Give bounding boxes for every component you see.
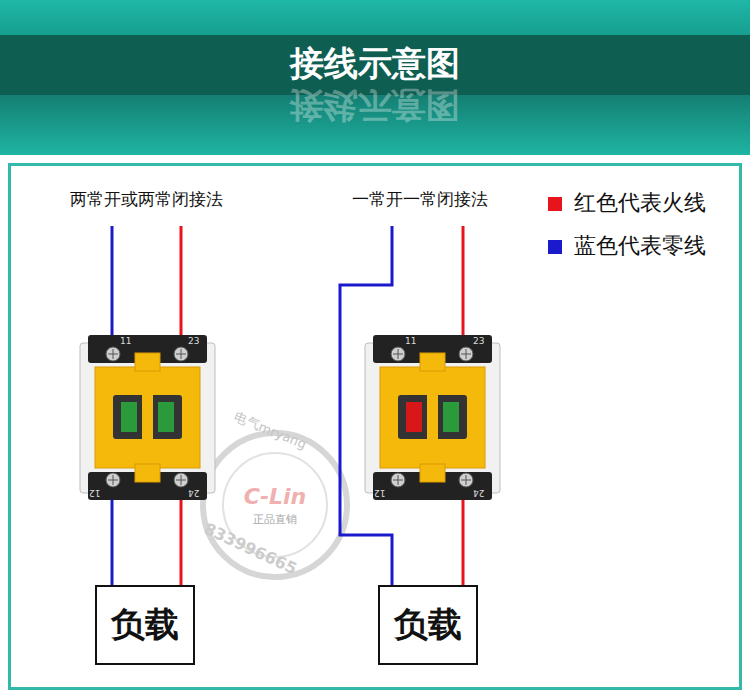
terminal-number: 24 <box>188 488 199 498</box>
green-contact <box>443 402 459 432</box>
section-heading: 两常开或两常闭接法 <box>70 190 223 210</box>
red-contact <box>406 402 422 432</box>
wires-left <box>112 226 181 585</box>
divider <box>142 392 153 442</box>
plate-tab <box>135 353 160 371</box>
terminal-number: 24 <box>473 488 484 498</box>
housing <box>80 343 215 493</box>
screws <box>106 347 188 487</box>
terminal-number: 11 <box>405 336 416 346</box>
screw-slot <box>393 349 471 485</box>
load-box: 负载 <box>95 585 195 665</box>
section-heading: 一常开一常闭接法 <box>352 190 488 210</box>
yellow-plate <box>380 367 485 468</box>
neutral-wire <box>111 226 114 352</box>
terminal-number: 11 <box>120 336 131 346</box>
green-contact <box>121 402 137 432</box>
plate-tab <box>420 464 445 482</box>
legend-text: 蓝色代表零线 <box>574 233 706 258</box>
load-box: 负载 <box>378 585 478 665</box>
live-wire <box>180 226 183 352</box>
live-wire <box>462 226 465 352</box>
divider <box>427 392 438 442</box>
terminal-number: 12 <box>89 488 100 498</box>
header-band <box>0 35 750 95</box>
legend-text: 红色代表火线 <box>574 190 706 215</box>
legend-swatch <box>548 240 562 254</box>
watermark: 正品直销 <box>253 514 297 527</box>
plate-tab <box>420 353 445 371</box>
title-reflection: 接线示意图 <box>290 86 460 125</box>
panel-border <box>10 165 741 689</box>
terminal-number: 23 <box>188 336 199 346</box>
screw-slot <box>108 349 186 485</box>
watermark: C-Lin <box>244 484 307 509</box>
terminal-number: 23 <box>473 336 484 346</box>
housing <box>365 343 500 493</box>
load-label: 负载 <box>394 602 462 648</box>
contact-block <box>365 335 500 500</box>
page-title: 接线示意图 <box>0 44 750 83</box>
terminal-number: 12 <box>374 488 385 498</box>
plate-tab <box>135 464 160 482</box>
screws <box>391 347 473 487</box>
load-label: 负载 <box>111 602 179 648</box>
header-strip <box>0 0 750 35</box>
green-contact <box>158 402 174 432</box>
contact-block <box>80 335 215 500</box>
yellow-plate <box>95 367 200 468</box>
legend-swatch <box>548 197 562 211</box>
